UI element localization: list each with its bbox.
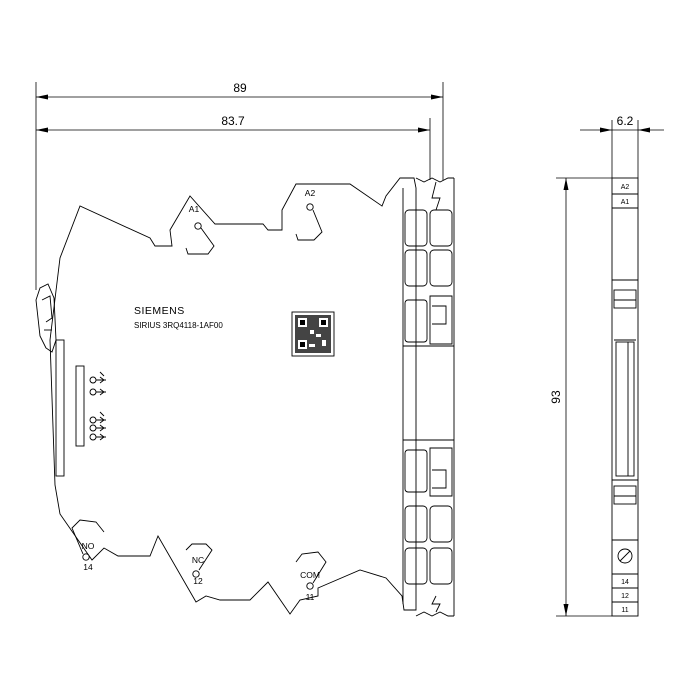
dimension-lines-side <box>556 120 664 617</box>
dimension-body-width: 83.7 <box>221 114 245 128</box>
front-view-housing <box>35 177 455 617</box>
brand-label: SIEMENS <box>134 305 185 317</box>
terminal-11-label: 11 <box>306 592 315 602</box>
dimension-lines-front <box>35 82 444 290</box>
side-view-housing <box>611 177 639 617</box>
led-indicators <box>89 371 106 441</box>
front-panel-controls <box>55 311 335 477</box>
terminal-no-label: NO <box>82 541 95 551</box>
side-terminal-11-label: 11 <box>621 607 628 614</box>
dimension-side-width: 6.2 <box>617 114 634 128</box>
side-terminal-a2-label: A2 <box>621 184 630 191</box>
qr-code-icon <box>291 311 335 357</box>
model-label: SIRIUS 3RQ4118-1AF00 <box>134 321 223 330</box>
terminal-nc-label: NC <box>192 555 204 565</box>
terminal-14-label: 14 <box>83 562 93 572</box>
terminal-a1-label: A1 <box>189 204 200 214</box>
terminal-com-label: COM <box>300 570 320 580</box>
terminal-a2-label: A2 <box>305 188 316 198</box>
side-terminal-14-label: 14 <box>621 579 629 586</box>
dimension-overall-width: 89 <box>233 81 247 95</box>
dimension-height: 93 <box>549 390 563 404</box>
side-terminal-12-label: 12 <box>621 593 629 600</box>
terminal-12-label: 12 <box>193 576 203 586</box>
side-terminal-a1-label: A1 <box>621 199 630 206</box>
front-view-terminal-column <box>403 209 454 585</box>
front-view-connectors <box>71 203 327 590</box>
